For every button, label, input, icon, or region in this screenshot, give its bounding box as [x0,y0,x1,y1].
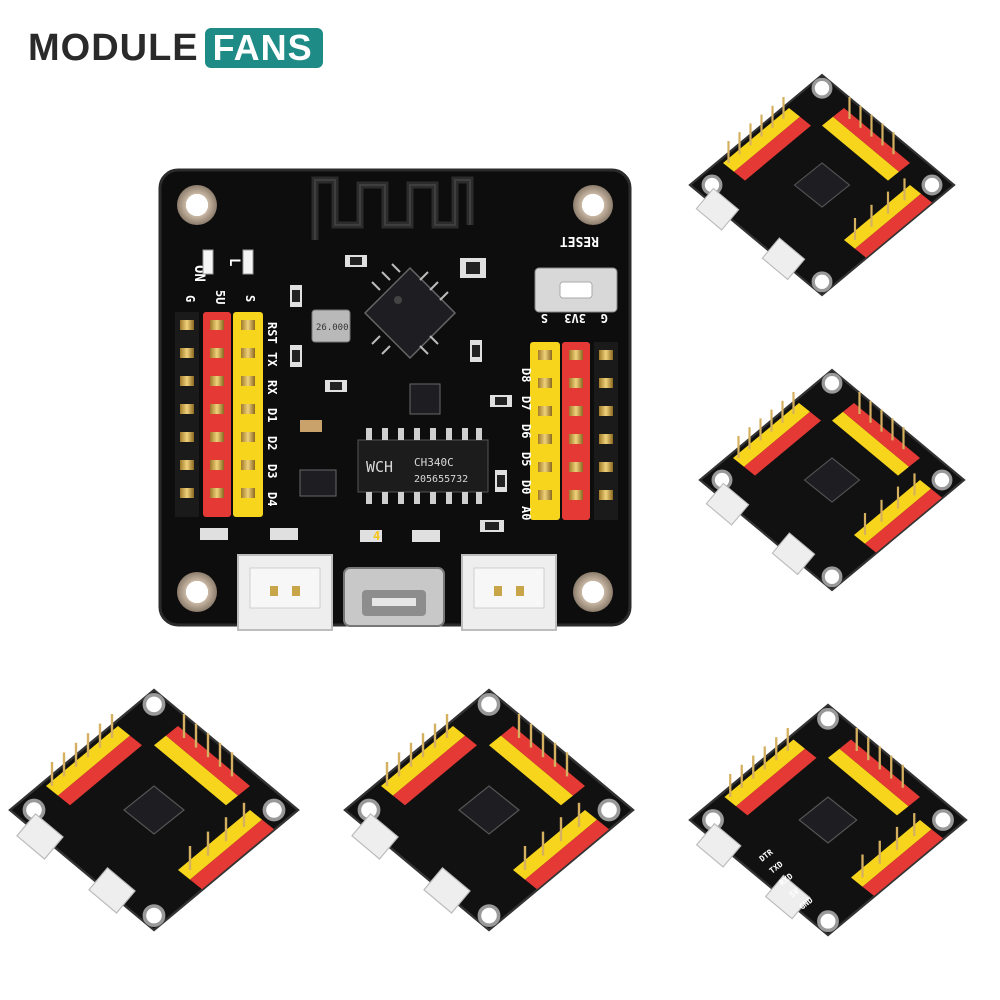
pin-label: D0 [519,480,533,494]
pin-label: RX [265,380,279,395]
thumb-board-2 [698,368,966,592]
brand-word-fans: FANS [204,28,323,68]
left-pin-labels: RST TX RX D1 D2 D3 D4 [265,322,279,506]
mount-hole [573,185,613,225]
pin-label: D7 [519,396,533,410]
chip-model: CH340C [414,456,454,469]
left-pin-header [175,312,263,517]
usb-serial-chip: WCH CH340C 205655732 [357,428,489,504]
pin-label: RST [265,322,279,344]
left-header-5u: 5U [213,290,227,304]
thumb-board-4 [343,688,635,932]
thumb-board-5 [688,703,968,937]
right-pin-labels: D8 D7 D6 D5 D0 A0 [519,368,533,520]
power-led [202,249,214,275]
pin-label: D1 [265,408,279,422]
pin-label: D5 [519,452,533,466]
marker-text: 4 [373,529,380,543]
pin-label: D4 [265,492,279,506]
right-header-s: S [541,311,548,325]
right-header-3v3: 3V3 [564,311,586,325]
crystal-text: 26.000 [316,323,349,333]
mount-hole [177,185,217,225]
left-header-g: G [183,295,197,302]
right-header-g: G [601,311,608,325]
status-led [242,249,254,275]
smd-components [200,255,512,542]
brand-logo: MODULE FANS [28,26,323,70]
jst-connector-left [237,554,333,631]
label-reset: RESET [560,233,599,248]
mount-hole [177,572,217,612]
right-pin-header [530,342,618,520]
left-header-s: S [243,295,257,302]
pin-label: D8 [519,368,533,382]
pin-label: A0 [519,506,533,520]
micro-usb-port [343,567,445,627]
pin-label: TX [265,352,279,367]
label-l: L [226,258,242,266]
mount-hole [573,572,613,612]
mcu-chip [363,263,457,360]
thumb-board-3 [8,688,300,932]
jst-connector-right [461,554,557,631]
chip-brand: WCH [366,458,393,476]
thumb-board-1 [688,73,956,297]
pin-label: D3 [265,464,279,478]
reset-button [534,267,618,313]
pin-label: D2 [265,436,279,450]
pin-label: D6 [519,424,533,438]
crystal: 26.000 [311,309,351,343]
chip-code: 205655732 [414,474,468,485]
brand-word-module: MODULE [28,27,199,69]
main-board: ON L RESET G 5U S [158,168,632,631]
